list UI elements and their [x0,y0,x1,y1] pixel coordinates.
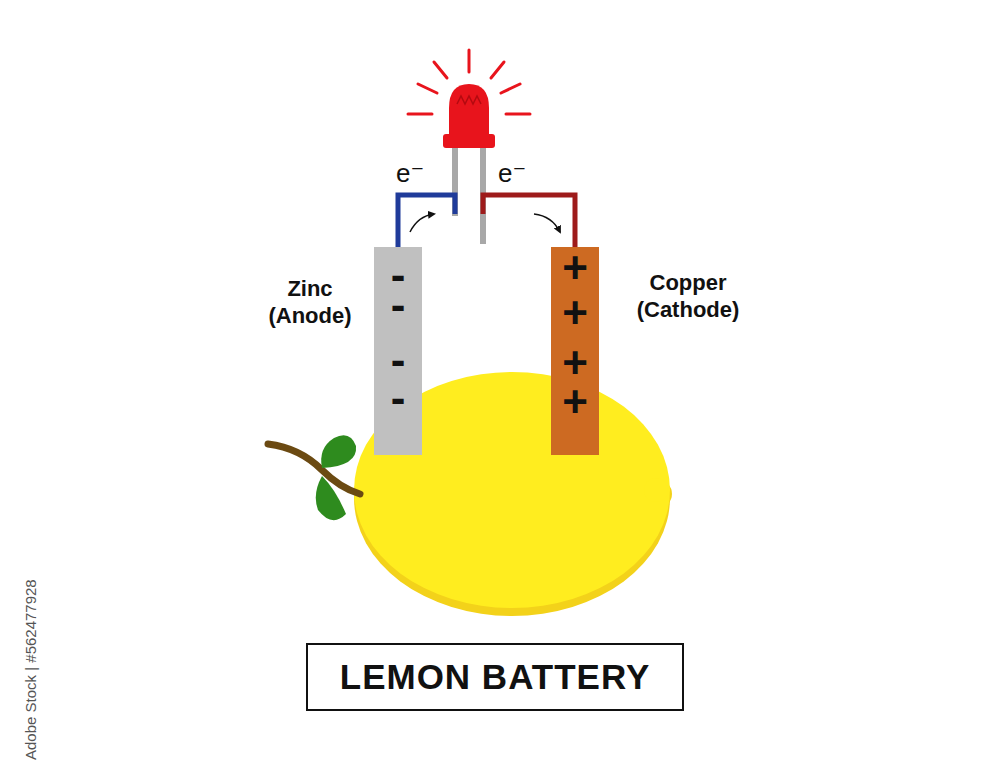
wire-segment [483,195,575,247]
charge-sign: + [551,298,599,328]
electron-label: e⁻ [396,158,424,189]
wire [398,195,575,247]
electrode-label: Copper (Cathode) [613,269,763,323]
charge-sign: - [374,383,422,413]
copper-electrode: Copper (Cathode)++++ [551,247,599,455]
charge-sign: - [374,260,422,290]
lemon-stem [268,435,360,520]
charge-sign: - [374,345,422,375]
electrode-label: Zinc (Anode) [260,275,360,329]
wire-segment [398,195,455,247]
charge-sign: - [374,290,422,320]
zinc-electrode: Zinc (Anode)---- [374,247,422,455]
charge-sign: + [551,253,599,283]
title-box: LEMON BATTERY [306,643,684,711]
charge-sign: + [551,387,599,417]
electron-label: e⁻ [498,158,526,189]
watermark: Adobe Stock | #562477928 [22,579,39,760]
electron-flow-arrow [410,214,560,232]
charge-sign: + [551,348,599,378]
lemon [354,372,672,616]
led-symbol [408,50,530,244]
